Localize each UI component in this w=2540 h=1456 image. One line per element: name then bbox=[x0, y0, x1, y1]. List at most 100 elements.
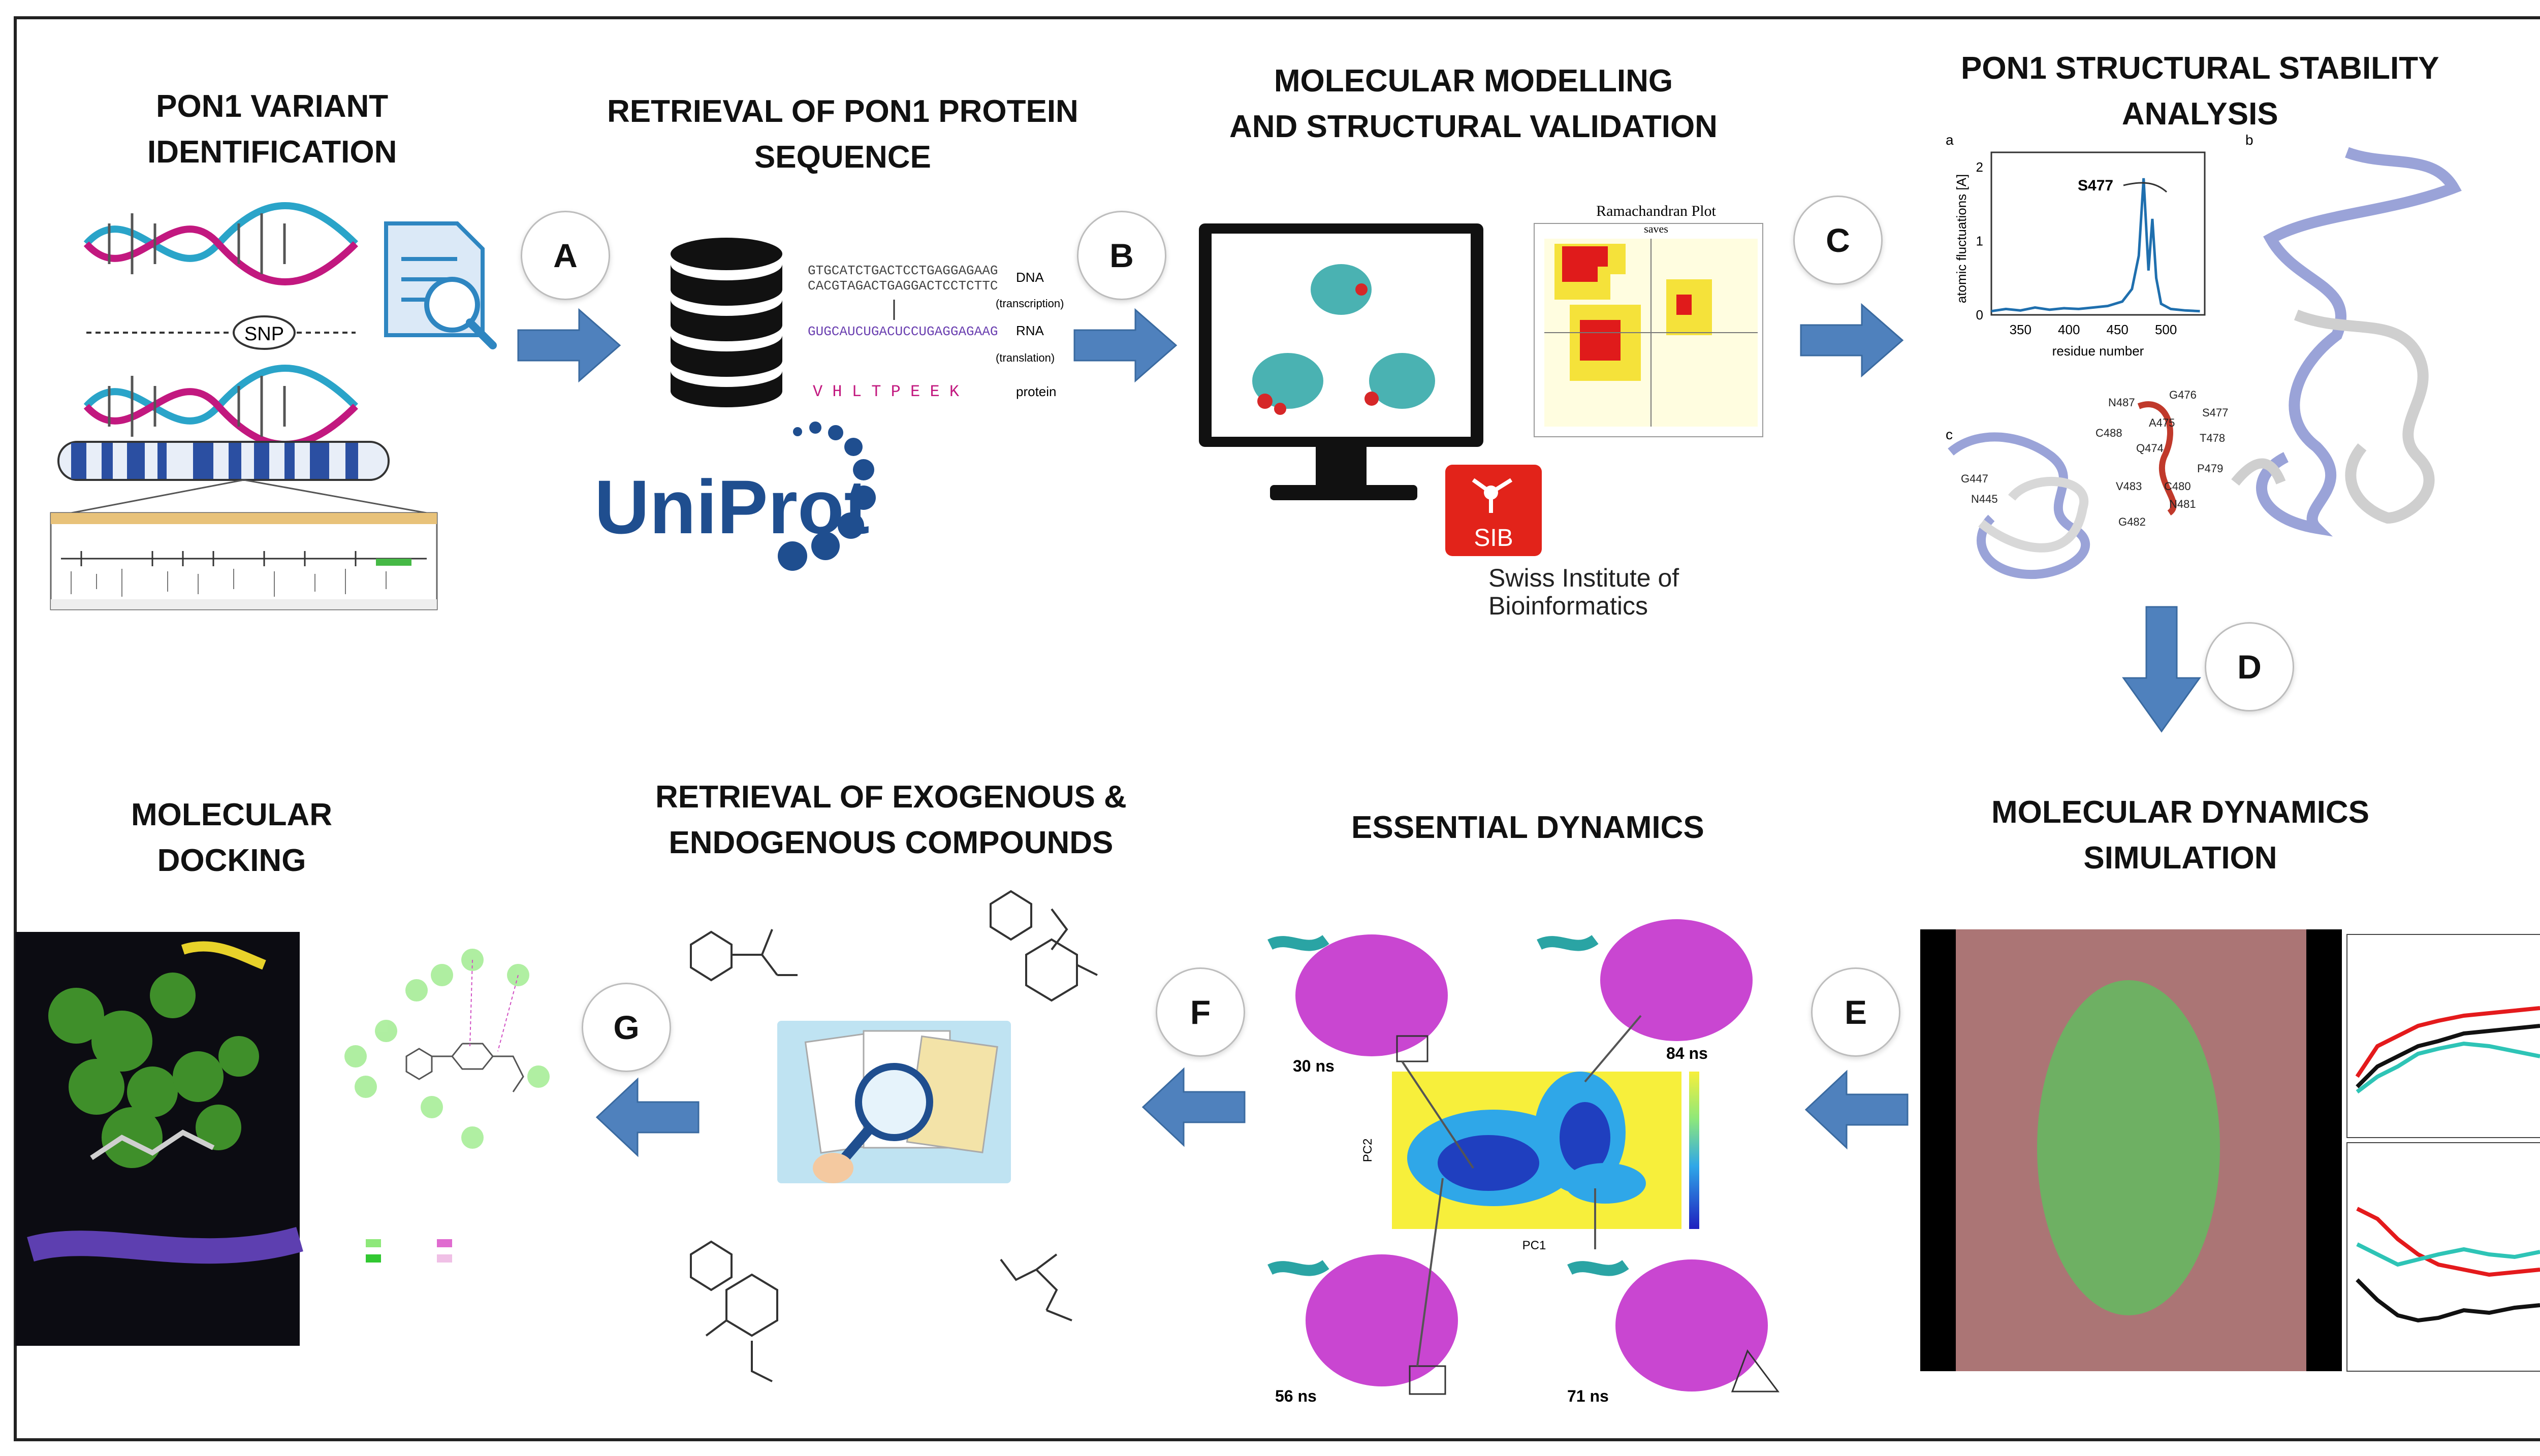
snapshot-84ns bbox=[1537, 919, 1753, 1041]
arrow-b bbox=[1073, 308, 1178, 383]
protein-structure-c bbox=[1948, 401, 2177, 579]
residue-label: A475 bbox=[2149, 416, 2175, 429]
monitor-graphic bbox=[1199, 223, 1483, 500]
rg-plot bbox=[2346, 1142, 2540, 1372]
y-tick-label: 0 bbox=[1976, 307, 1983, 322]
ns84-label: 84 ns bbox=[1666, 1044, 1708, 1062]
x-tick-label: 450 bbox=[2106, 322, 2128, 337]
step-d-circle: D bbox=[2205, 622, 2294, 711]
sib-name-line1: Swiss Institute of bbox=[1488, 564, 1679, 592]
ns56-label: 56 ns bbox=[1275, 1387, 1317, 1405]
panel-a-label: a bbox=[1946, 132, 1954, 148]
transcription-label: (transcription) bbox=[996, 297, 1064, 310]
rna-seq: GUGCAUCUGACUCCUGAGGAGAAG bbox=[808, 324, 998, 339]
title-retrieval-compounds: RETRIEVAL OF EXOGENOUS & ENDOGENOUS COMP… bbox=[655, 774, 1127, 866]
title-line: ENDOGENOUS COMPOUNDS bbox=[669, 825, 1114, 860]
panel-c-label: c bbox=[1946, 427, 1953, 442]
y-tick-label: 2 bbox=[1976, 159, 1983, 175]
pc2-label: PC2 bbox=[1361, 1139, 1375, 1162]
step-g-circle: G bbox=[582, 983, 671, 1072]
step-c-circle: C bbox=[1793, 196, 1883, 285]
title-retrieval-sequence: RETRIEVAL OF PON1 PROTEIN SEQUENCE bbox=[607, 89, 1078, 180]
title-line: AND STRUCTURAL VALIDATION bbox=[1229, 109, 1718, 144]
title-line: IDENTIFICATION bbox=[147, 135, 397, 170]
title-line: PON1 STRUCTURAL STABILITY bbox=[1961, 51, 2439, 86]
ramachandran-plot bbox=[1534, 223, 1763, 437]
database-icon bbox=[671, 238, 782, 407]
residue-label: P479 bbox=[2197, 462, 2223, 475]
rna-label: RNA bbox=[1016, 323, 1044, 338]
pc1-label: PC1 bbox=[1522, 1239, 1546, 1252]
protein-seq: V H L T P E E K bbox=[813, 382, 960, 401]
residue-label: T478 bbox=[2200, 432, 2225, 444]
s477-annotation: S477 bbox=[2078, 177, 2113, 194]
arrow-g bbox=[595, 1077, 700, 1157]
residue-label: C480 bbox=[2164, 480, 2191, 493]
ligand-interaction-map bbox=[344, 949, 550, 1263]
docking-3d-view bbox=[15, 932, 303, 1346]
search-document-icon bbox=[384, 221, 497, 349]
x-tick-label: 500 bbox=[2155, 322, 2177, 337]
title-line: SEQUENCE bbox=[754, 140, 931, 175]
dna-top-seq: GTGCATCTGACTCCTGAGGAGAAG bbox=[808, 263, 998, 278]
protein-structure-b bbox=[2231, 147, 2462, 537]
protein-model-icon bbox=[1252, 264, 1435, 415]
translation-label: (translation) bbox=[996, 351, 1055, 364]
fluctuation-series-line bbox=[1991, 178, 2200, 313]
title-line: SIMULATION bbox=[2083, 840, 2277, 876]
snp-label: SNP bbox=[244, 323, 284, 345]
ramachandran-subtitle: saves bbox=[1644, 222, 1668, 235]
title-pon1-variant: PON1 VARIANT IDENTIFICATION bbox=[147, 84, 397, 175]
residue-label: N481 bbox=[2169, 498, 2196, 510]
residue-label: V483 bbox=[2116, 480, 2142, 493]
residue-label: G447 bbox=[1961, 472, 1988, 485]
residue-label: S477 bbox=[2202, 406, 2228, 419]
title-md-simulation: MOLECULAR DYNAMICS SIMULATION bbox=[1991, 790, 2369, 881]
step-e-circle: E bbox=[1811, 967, 1900, 1057]
residue-label: Q474 bbox=[2136, 442, 2164, 455]
arrow-e bbox=[1804, 1070, 1909, 1150]
snapshot-71ns bbox=[1567, 1259, 1780, 1393]
title-docking: MOLECULAR DOCKING bbox=[131, 792, 332, 884]
y-tick-label: 1 bbox=[1976, 234, 1983, 249]
arrow-c bbox=[1800, 303, 1904, 378]
title-line: ANALYSIS bbox=[2121, 96, 2278, 132]
fluct-ylabel: atomic fluctuations [A] bbox=[1954, 174, 1969, 303]
title-line: RETRIEVAL OF PON1 PROTEIN bbox=[607, 94, 1078, 129]
document-search-illustration bbox=[777, 1021, 1011, 1183]
sib-name-line2: Bioinformatics bbox=[1488, 592, 1648, 620]
title-line: DOCKING bbox=[157, 843, 306, 878]
residue-label: N487 bbox=[2108, 396, 2135, 409]
ramachandran-title: Ramachandran Plot bbox=[1596, 203, 1716, 219]
chromosome-graphic bbox=[57, 441, 427, 514]
panel-b-label: b bbox=[2245, 132, 2253, 148]
title-line: RETRIEVAL OF EXOGENOUS & bbox=[655, 780, 1127, 815]
step-f-circle: F bbox=[1156, 967, 1245, 1057]
dna-bottom-seq: CACGTAGACTGAGGACTCCTCTTC bbox=[808, 278, 998, 294]
title-line: PON1 VARIANT bbox=[156, 89, 389, 124]
ns71-label: 71 ns bbox=[1567, 1387, 1609, 1405]
snapshot-30ns bbox=[1267, 934, 1448, 1062]
residue-label: C488 bbox=[2096, 427, 2122, 439]
title-line: MOLECULAR bbox=[131, 797, 333, 832]
title-line: ESSENTIAL DYNAMICS bbox=[1351, 810, 1704, 845]
residue-label: N445 bbox=[1971, 493, 1998, 505]
residue-label: G476 bbox=[2169, 389, 2197, 401]
sib-logo-text: SIB bbox=[1474, 525, 1513, 552]
title-essential-dynamics: ESSENTIAL DYNAMICS bbox=[1351, 805, 1704, 851]
central-dogma-graphic: GTGCATCTGACTCCTGAGGAGAAG CACGTAGACTGAGGA… bbox=[808, 263, 1064, 401]
sib-logo bbox=[1445, 465, 1542, 556]
step-a-circle: A bbox=[521, 211, 610, 300]
gene-track-graphic bbox=[50, 512, 438, 610]
chemical-structures bbox=[690, 890, 1098, 1382]
arrow-a bbox=[517, 308, 621, 383]
arrow-d bbox=[2122, 606, 2201, 733]
dna-helix-graphic bbox=[83, 202, 358, 448]
rmsd-plot bbox=[2346, 934, 2540, 1138]
step-b-circle: B bbox=[1077, 211, 1166, 300]
s477-arrow bbox=[2123, 182, 2168, 193]
fluct-xlabel: residue number bbox=[2052, 343, 2144, 359]
md-simulation-box bbox=[1920, 929, 2342, 1371]
